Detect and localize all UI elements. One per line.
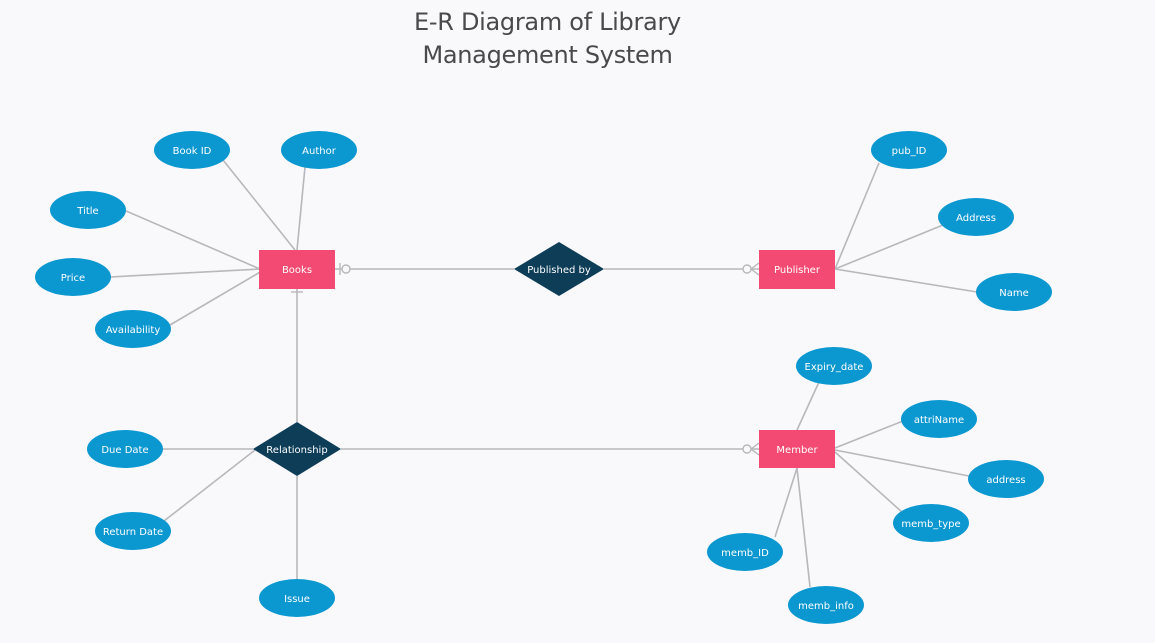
attribute-memb-id-label: memb_ID bbox=[721, 548, 769, 559]
attribute-pub-id[interactable]: pub_ID bbox=[871, 131, 947, 169]
attribute-expiry-date[interactable]: Expiry_date bbox=[796, 347, 872, 385]
attribute-attriname-label: attriName bbox=[914, 415, 964, 426]
attribute-due-date-ellipse bbox=[87, 430, 163, 468]
attribute-book-id[interactable]: Book ID bbox=[154, 131, 230, 169]
relationship-relationship-label: Relationship bbox=[266, 445, 327, 456]
connector-books-author bbox=[296, 166, 306, 251]
attribute-pub-id-ellipse bbox=[871, 131, 947, 169]
attribute-memb-type-label: memb_type bbox=[901, 519, 960, 530]
entity-books-label: Books bbox=[282, 265, 312, 276]
attributes: Book ID Author Title Price Availability … bbox=[35, 131, 1052, 624]
attribute-book-id-label: Book ID bbox=[173, 146, 212, 157]
attribute-availability-ellipse bbox=[95, 310, 171, 348]
connector-relationship-return-date bbox=[163, 449, 256, 522]
zero-circle-publisher-left bbox=[742, 264, 752, 274]
attribute-memb-type-ellipse bbox=[893, 504, 969, 542]
connector-books-price bbox=[109, 268, 261, 278]
attribute-address-publisher-ellipse bbox=[938, 198, 1014, 236]
connector-member-attriname bbox=[834, 420, 904, 449]
connector-publisher-name bbox=[834, 268, 978, 293]
crow-foot-publisher-bottom bbox=[750, 268, 760, 276]
attribute-title-ellipse bbox=[50, 191, 126, 229]
cardinality-markers bbox=[291, 262, 760, 456]
attribute-due-date[interactable]: Due Date bbox=[87, 430, 163, 468]
attribute-memb-info-label: memb_info bbox=[798, 601, 854, 612]
connector-member-memb-info bbox=[796, 467, 811, 588]
attribute-address-member-label: address bbox=[986, 475, 1025, 486]
entity-member[interactable]: Member bbox=[759, 430, 835, 468]
connector-publisher-pub-id bbox=[834, 162, 880, 270]
attribute-return-date-label: Return Date bbox=[103, 527, 163, 538]
attribute-memb-type[interactable]: memb_type bbox=[893, 504, 969, 542]
relationship-published-by[interactable]: Published by bbox=[514, 242, 604, 296]
attribute-price-ellipse bbox=[35, 258, 111, 296]
title-line-2: Management System bbox=[422, 41, 673, 69]
attribute-price-label: Price bbox=[61, 273, 85, 284]
attribute-name[interactable]: Name bbox=[976, 273, 1052, 311]
attribute-price[interactable]: Price bbox=[35, 258, 111, 296]
attribute-memb-id[interactable]: memb_ID bbox=[707, 533, 783, 571]
attribute-author[interactable]: Author bbox=[281, 131, 357, 169]
attribute-address-publisher[interactable]: Address bbox=[938, 198, 1014, 236]
zero-circle-books-right bbox=[341, 264, 351, 274]
connectors bbox=[109, 159, 978, 588]
entity-member-label: Member bbox=[776, 445, 818, 456]
attribute-author-ellipse bbox=[281, 131, 357, 169]
attribute-return-date-ellipse bbox=[95, 512, 171, 550]
attribute-pub-id-label: pub_ID bbox=[892, 146, 927, 157]
connector-member-memb-id bbox=[774, 467, 798, 538]
attribute-address-publisher-label: Address bbox=[956, 213, 996, 224]
attribute-title[interactable]: Title bbox=[50, 191, 126, 229]
attribute-memb-info-ellipse bbox=[788, 586, 864, 624]
attribute-return-date[interactable]: Return Date bbox=[95, 512, 171, 550]
diagram-title: E-R Diagram of Library Management System bbox=[0, 6, 1095, 72]
attribute-book-id-ellipse bbox=[154, 131, 230, 169]
connector-books-availability bbox=[169, 270, 263, 326]
entity-publisher[interactable]: Publisher bbox=[759, 250, 835, 289]
relationship-published-by-label: Published by bbox=[527, 265, 591, 276]
entity-books[interactable]: Books bbox=[259, 250, 335, 289]
connector-books-title bbox=[125, 210, 261, 270]
relationship-published-by-diamond bbox=[514, 242, 604, 296]
attribute-attriname[interactable]: attriName bbox=[901, 400, 977, 438]
entity-books-box bbox=[259, 250, 335, 289]
attribute-address-member-ellipse bbox=[968, 460, 1044, 498]
attribute-memb-id-ellipse bbox=[707, 533, 783, 571]
attribute-expiry-date-ellipse bbox=[796, 347, 872, 385]
crow-foot-publisher-top bbox=[750, 262, 760, 270]
connector-member-expiry-date bbox=[796, 381, 820, 431]
attribute-issue-label: Issue bbox=[284, 594, 310, 605]
connector-member-address bbox=[834, 449, 970, 477]
attribute-due-date-label: Due Date bbox=[101, 445, 148, 456]
attribute-title-label: Title bbox=[76, 206, 98, 217]
attribute-memb-info[interactable]: memb_info bbox=[788, 586, 864, 624]
attribute-name-label: Name bbox=[999, 288, 1029, 299]
attribute-issue[interactable]: Issue bbox=[259, 579, 335, 617]
attribute-name-ellipse bbox=[976, 273, 1052, 311]
relationship-relationship-diamond bbox=[253, 422, 341, 476]
attribute-issue-ellipse bbox=[259, 579, 335, 617]
connector-publisher-address bbox=[834, 224, 944, 270]
connector-books-book-id bbox=[222, 159, 296, 251]
attribute-availability[interactable]: Availability bbox=[95, 310, 171, 348]
entity-publisher-label: Publisher bbox=[774, 265, 821, 276]
crow-foot-member-bottom bbox=[750, 448, 760, 456]
entity-publisher-box bbox=[759, 250, 835, 289]
zero-circle-member-left bbox=[742, 444, 752, 454]
attribute-attriname-ellipse bbox=[901, 400, 977, 438]
relationship-relationship[interactable]: Relationship bbox=[253, 422, 341, 476]
entity-member-box bbox=[759, 430, 835, 468]
title-line-1: E-R Diagram of Library bbox=[414, 8, 681, 36]
attribute-expiry-date-label: Expiry_date bbox=[805, 362, 864, 373]
attribute-author-label: Author bbox=[302, 146, 337, 157]
attribute-address-member[interactable]: address bbox=[968, 460, 1044, 498]
connector-member-memb-type bbox=[834, 451, 904, 514]
crow-foot-member-top bbox=[750, 442, 760, 450]
attribute-availability-label: Availability bbox=[106, 325, 161, 336]
